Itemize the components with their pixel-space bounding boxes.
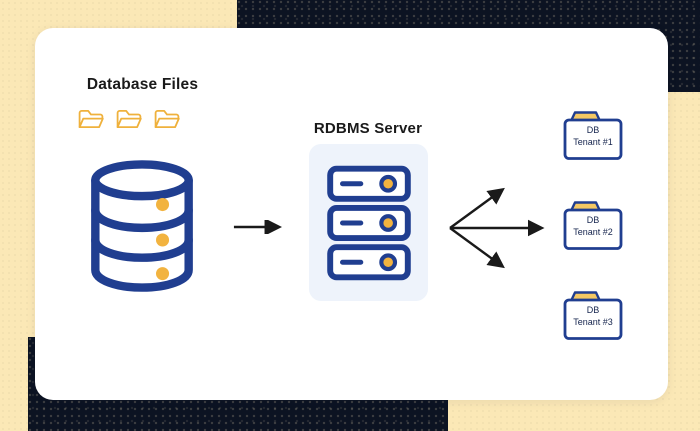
tenant-line2: Tenant #1	[573, 136, 613, 147]
tenant-folder-3: DB Tenant #3	[563, 288, 623, 341]
folder-icon	[563, 111, 623, 160]
tenant-folder-label: DB Tenant #1	[563, 125, 623, 148]
folder-icon	[78, 109, 104, 129]
tenant-line2: Tenant #2	[573, 226, 613, 237]
tenant-folder-label: DB Tenant #3	[563, 305, 623, 328]
diagram-card: Database Files	[35, 28, 668, 400]
folder-icon	[563, 201, 623, 250]
tenant-line1: DB	[586, 125, 600, 135]
rdbms-server-title: RDBMS Server	[313, 120, 423, 137]
rdbms-server-panel	[309, 144, 428, 301]
database-files-folders	[77, 108, 207, 130]
tenant-folder-2: DB Tenant #2	[563, 198, 623, 251]
folder-icon	[116, 109, 142, 129]
database-files-title: Database Files	[86, 76, 199, 93]
folder-icon	[154, 109, 180, 129]
tenant-line2: Tenant #3	[573, 316, 613, 327]
tenant-line1: DB	[586, 215, 600, 225]
folder-icon	[563, 291, 623, 340]
tenant-line1: DB	[586, 305, 600, 315]
server-icon	[326, 165, 411, 280]
tenant-folder-1: DB Tenant #1	[563, 108, 623, 161]
database-icon	[83, 156, 201, 296]
fanout-arrows-icon	[447, 177, 549, 279]
tenant-folder-label: DB Tenant #2	[563, 215, 623, 238]
arrow-right-icon	[232, 220, 288, 234]
